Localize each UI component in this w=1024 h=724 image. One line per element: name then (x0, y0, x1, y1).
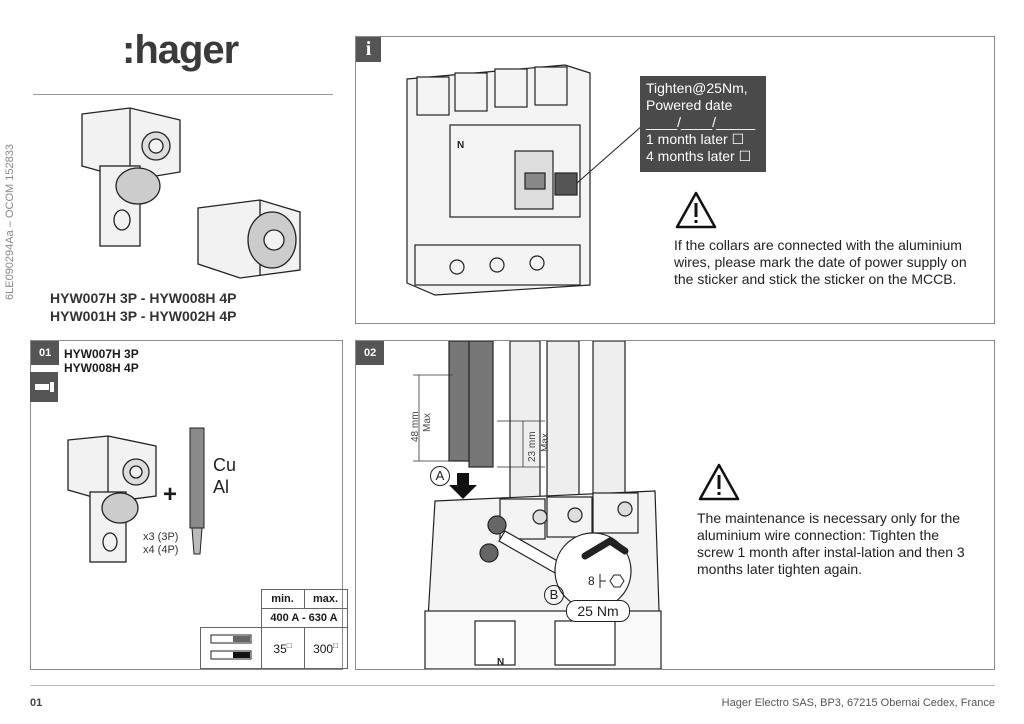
sticker-line-4: 1 month later ☐ (646, 131, 745, 147)
header-divider (33, 94, 333, 95)
cable-type-icons (210, 634, 252, 659)
dim-23mm-max: Max (540, 433, 551, 452)
label-b: B (544, 585, 564, 605)
step-02-panel: 02 (355, 340, 995, 670)
footer-divider (30, 685, 995, 686)
terminal-neutral-label: N (497, 657, 505, 668)
mccb-breaker-illustration (406, 64, 644, 296)
sticker-line-2: Powered date (646, 97, 733, 113)
info-tag: i (356, 37, 381, 62)
date-sticker: Tighten@25Nm, Powered date ____/____/___… (640, 76, 766, 172)
step-01-collar-illustration (67, 435, 157, 563)
table-max-value: 300 (313, 641, 334, 656)
screwdriver-tool-icon (30, 372, 58, 402)
torque-value: 25 Nm (566, 600, 630, 622)
cable-illustration (189, 427, 205, 555)
warning-icon (675, 191, 717, 229)
warning-icon (698, 463, 740, 501)
table-min-cell: 35□ (260, 627, 305, 669)
table-current-range: 400 A - 630 A (260, 608, 348, 628)
company-address: Hager Electro SAS, BP3, 67215 Obernai Ce… (721, 697, 995, 709)
document-code: 6LE090294Aa – OCOM 152833 (4, 144, 16, 300)
table-max-cell: 300□ (303, 627, 348, 669)
quantity-info: x3 (3P) x4 (4P) (143, 531, 178, 557)
maintenance-warning-text: The maintenance is necessary only for th… (697, 510, 965, 577)
hex-key-size: 8 (588, 574, 595, 588)
hager-logo: :hager (122, 28, 239, 72)
breaker-neutral-label: N (457, 140, 465, 151)
step-01-model-1: HYW007H 3P (64, 347, 139, 361)
product-collars-illustration (81, 107, 301, 279)
step-01-tag: 01 (31, 341, 60, 365)
step-01-model-2: HYW008H 4P (64, 361, 139, 375)
model-line-1: HYW007H 3P - HYW008H 4P (50, 290, 237, 306)
table-min-unit: □ (286, 640, 292, 650)
hex-socket-icon (599, 574, 625, 588)
table-max-unit: □ (333, 640, 338, 650)
quantity-3p: x3 (3P) (143, 531, 179, 543)
conductor-cu: Cu (213, 455, 237, 475)
dim-48mm-max: Max (422, 413, 433, 432)
sticker-line-3: ____/____/_____ (646, 114, 755, 130)
dim-48mm: 48 mm (410, 411, 421, 442)
model-line-2: HYW001H 3P - HYW002H 4P (50, 308, 237, 324)
quantity-4p: x4 (4P) (143, 544, 179, 556)
dim-23mm: 23 mm (527, 431, 538, 462)
info-warning-text: If the collars are connected with the al… (674, 237, 967, 287)
step-01-models: HYW007H 3P HYW008H 4P (64, 347, 139, 375)
cable-section-table: min. max. 400 A - 630 A 35□ 300□ (200, 589, 348, 669)
step-01-panel: 01 (30, 340, 343, 670)
page-number: 01 (30, 697, 43, 709)
info-panel: i (355, 36, 995, 324)
table-min-header: min. (260, 589, 305, 609)
conductor-types: Cu Al (213, 454, 236, 498)
label-a: A (430, 466, 450, 486)
step-02-tag: 02 (356, 341, 385, 365)
sticker-line-5: 4 months later ☐ (646, 148, 752, 164)
table-min-value: 35 (273, 641, 287, 656)
table-max-header: max. (303, 589, 348, 609)
plus-sign: + (163, 481, 178, 508)
sticker-line-1: Tighten@25Nm, (646, 80, 748, 96)
terminal-connection-illustration (413, 341, 662, 669)
model-list: HYW007H 3P - HYW008H 4P HYW001H 3P - HYW… (50, 289, 236, 325)
conductor-al: Al (213, 477, 230, 497)
cable-types-cell (200, 627, 262, 669)
